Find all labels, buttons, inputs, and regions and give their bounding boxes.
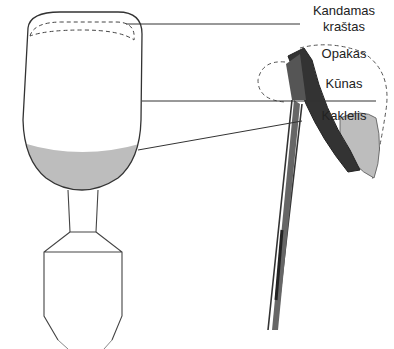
post-dark-segment bbox=[276, 230, 282, 300]
part-label: Kaklelis bbox=[304, 108, 384, 124]
side-incisal-outline bbox=[258, 62, 285, 102]
post-core bbox=[272, 100, 300, 330]
abutment bbox=[44, 232, 122, 340]
coping-top bbox=[286, 54, 306, 100]
incisal-edge-outline bbox=[30, 22, 134, 40]
post-neck bbox=[68, 190, 98, 232]
part-label: Kandamas kraštas bbox=[304, 3, 384, 35]
post-shaft bbox=[268, 100, 302, 330]
abutment-edge bbox=[58, 340, 112, 349]
crown-outline bbox=[23, 12, 142, 190]
leader-line bbox=[126, 24, 300, 25]
leader-line bbox=[142, 101, 376, 102]
leader-line bbox=[138, 121, 302, 150]
part-label: Kūnas bbox=[304, 76, 384, 92]
part-label: Opakas bbox=[304, 46, 384, 62]
